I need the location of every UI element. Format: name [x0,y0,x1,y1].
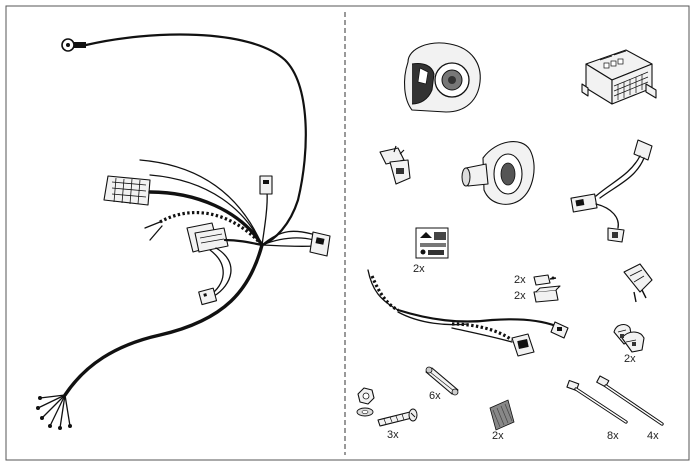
ground-wire [84,33,307,247]
adapter-cable [570,139,653,243]
loose-wire-ends [36,394,72,430]
main-wiring-harness [36,33,331,430]
module-connector [186,222,229,253]
loop-plug-connector [198,287,218,306]
module-connector-cable [223,238,264,247]
ring-terminal [61,38,86,52]
twisted-wire-pair [159,211,264,247]
adhesive-tape [489,399,515,431]
clip-set [613,323,645,353]
main-cable-trunk [63,243,264,397]
loop-wire-b [213,247,232,297]
fuse [425,366,459,396]
warning-label-sticker [415,227,449,259]
cable-tie-long [566,379,628,424]
extension-cable [367,269,569,357]
cable-tie-long-qty: 8x [607,430,619,442]
upper-plug-wire [261,191,268,246]
warning-label-qty: 2x [413,263,425,275]
right-branch-plug [309,231,331,257]
screw-set [356,387,418,427]
contact-pin [533,274,557,286]
signal-wire-1 [139,159,263,246]
extension-terminal [550,321,569,339]
twisted-pair-ends [144,221,163,241]
adhesive-tape-qty: 2x [492,430,504,442]
fuse-holder [623,263,653,303]
contact-socket [533,285,561,303]
screw-set-qty: 3x [387,429,399,441]
fuse-qty: 6x [429,390,441,402]
vehicle-multipin-connector [103,175,151,206]
mounting-seal [461,141,535,205]
upper-flat-plug [259,175,273,195]
signal-wire-2 [149,174,263,246]
connector-cable [148,190,264,247]
cable-tie-short-qty: 4x [647,430,659,442]
socket-housing [403,42,481,113]
clip-set-qty: 2x [624,353,636,365]
control-module [581,49,657,105]
extension-connector [511,333,535,357]
right-branch-wire-3 [261,230,313,246]
contact-socket-qty: 2x [514,290,526,302]
right-branch-wire-1 [261,237,315,246]
switch-contact-part [379,145,411,185]
contact-pin-qty: 2x [514,274,526,286]
cable-tie-short [596,375,664,426]
